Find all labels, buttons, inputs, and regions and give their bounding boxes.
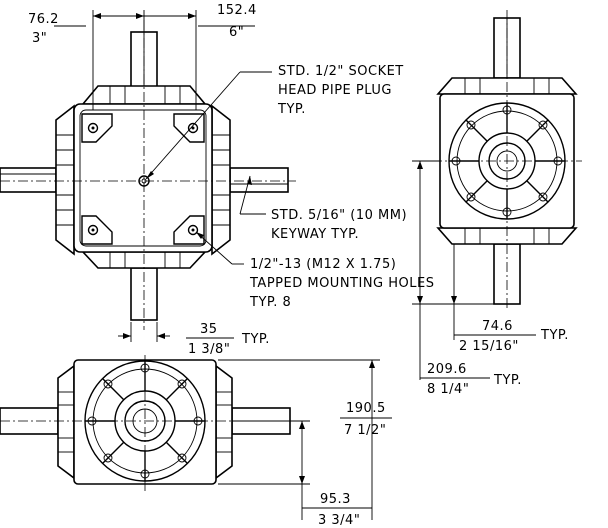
dim-3-in: 3": [32, 31, 47, 46]
dim-152-4: 152.4: [217, 3, 257, 18]
mounting-pads: [81, 113, 205, 245]
dim-95-3: 95.3: [320, 492, 351, 507]
side-view: [432, 10, 582, 310]
holes-line-1: 1/2"-13 (M12 X 1.75): [250, 257, 396, 272]
dim-74-6-typ: TYP.: [540, 328, 569, 343]
front-right-flange: [215, 364, 233, 480]
right-shaft: [229, 167, 289, 193]
top-dimensions: [54, 10, 255, 110]
keyway-line-1: STD. 5/16" (10 MM): [271, 208, 407, 223]
dim-76-2: 76.2: [28, 12, 59, 27]
left-shaft: [0, 167, 57, 193]
housing-inner-edge: [79, 109, 207, 247]
dim-1-3-8: 1 3/8": [188, 342, 230, 357]
pipe-plug-line-2: HEAD PIPE PLUG: [278, 83, 392, 98]
front-left-flange: [57, 364, 75, 480]
dim-190-5: 190.5: [346, 401, 386, 416]
mounting-holes: [87, 122, 199, 236]
top-view: [0, 20, 296, 330]
pipe-plug-line-1: STD. 1/2" SOCKET: [278, 64, 404, 79]
keyway-line-2: KEYWAY TYP.: [271, 227, 359, 242]
callout-leaders: [145, 71, 272, 265]
dim-209-6-typ: TYP.: [493, 373, 522, 388]
left-flange: [55, 104, 75, 256]
dim-35: 35: [200, 322, 218, 337]
holes-line-2: TAPPED MOUNTING HOLES: [249, 276, 434, 291]
dim-7-1-2: 7 1/2": [344, 423, 386, 438]
front-view: [0, 355, 296, 492]
side-dimensions: [412, 160, 536, 380]
flange-fins: [56, 86, 230, 268]
dim-2-15-16: 2 15/16": [459, 339, 519, 354]
dim-8-1-4: 8 1/4": [427, 382, 469, 397]
dim-74-6: 74.6: [482, 319, 513, 334]
right-flange: [211, 104, 231, 256]
dim-3-3-4: 3 3/4": [318, 513, 360, 528]
housing: [73, 103, 213, 253]
dim-6-in: 6": [229, 25, 244, 40]
pipe-plug-line-3: TYP.: [277, 102, 306, 117]
dim-35-typ: TYP.: [241, 332, 270, 347]
dim-209-6: 209.6: [427, 362, 467, 377]
shaft-offset-dimension: [118, 322, 234, 342]
front-dimensions: [218, 359, 392, 520]
holes-line-3: TYP. 8: [249, 295, 291, 310]
